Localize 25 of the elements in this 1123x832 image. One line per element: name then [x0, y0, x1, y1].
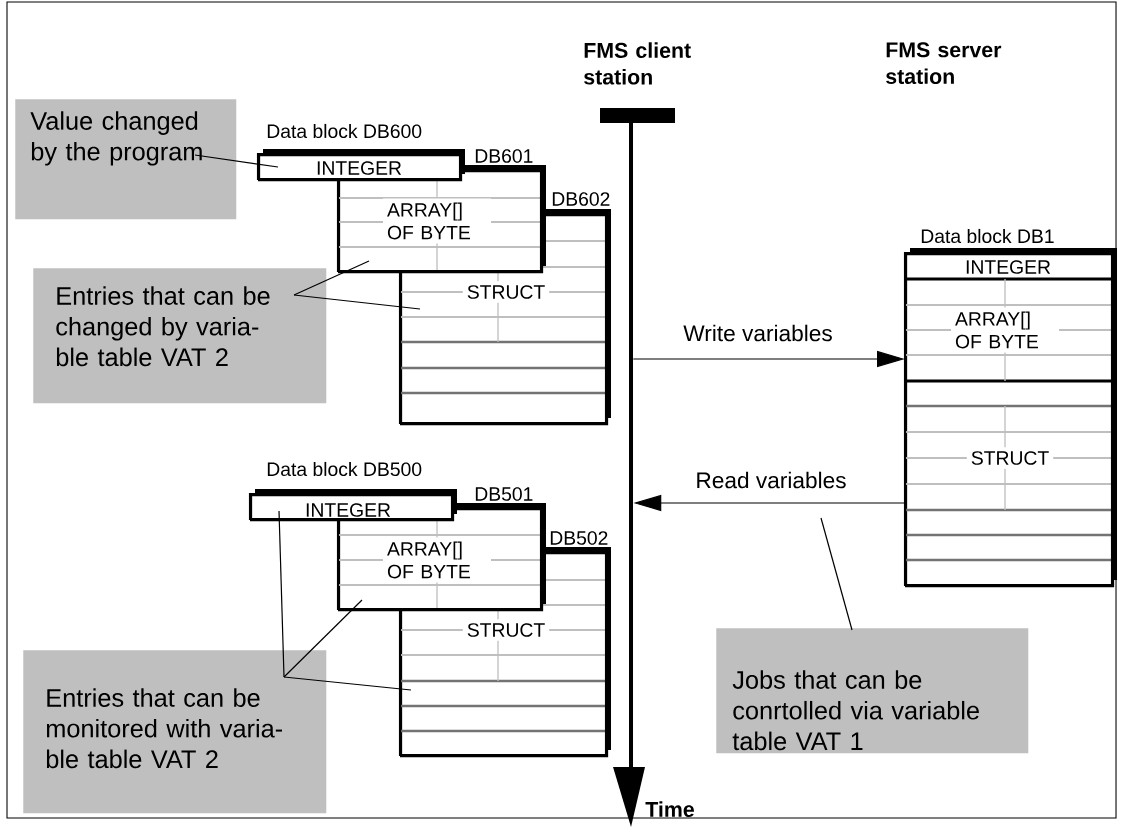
leader-line: [283, 676, 412, 691]
station-heading: FMS client station: [584, 42, 691, 85]
data-block: INTEGER: [256, 149, 465, 182]
data-block: INTEGER ARRAY[] OF BYTE STRUCT: [903, 248, 1117, 588]
edge-label: Write variables: [681, 323, 835, 343]
callout-box: Entries that can be monitored with varia- ble table VAT 2: [23, 650, 327, 814]
block-heading: DB502: [550, 531, 608, 545]
block-heading: Data block DB600: [267, 123, 422, 139]
block-heading: Data block DB1: [921, 228, 1054, 244]
station-heading: FMS server station: [886, 42, 1002, 85]
callout-box: Value changed by the program: [15, 99, 237, 220]
block-heading: DB501: [475, 487, 533, 501]
block-heading: DB602: [552, 192, 610, 206]
leader-line: [293, 260, 370, 296]
edge-label: Read variables: [694, 470, 848, 490]
callout-box: Entries that can be changed by varia- ble table VAT 2: [33, 268, 327, 404]
leader-line: [293, 294, 421, 310]
block-heading: Data block DB500: [267, 461, 422, 477]
leader-line: [194, 154, 279, 168]
time-label: Time: [645, 801, 694, 817]
leader-line: [820, 517, 853, 631]
block-heading: DB601: [475, 149, 533, 163]
callout-box: Jobs that can be conrtolled via variable table VAT 1: [716, 628, 1029, 754]
leader-line: [283, 599, 363, 678]
leader-line: [278, 510, 285, 678]
